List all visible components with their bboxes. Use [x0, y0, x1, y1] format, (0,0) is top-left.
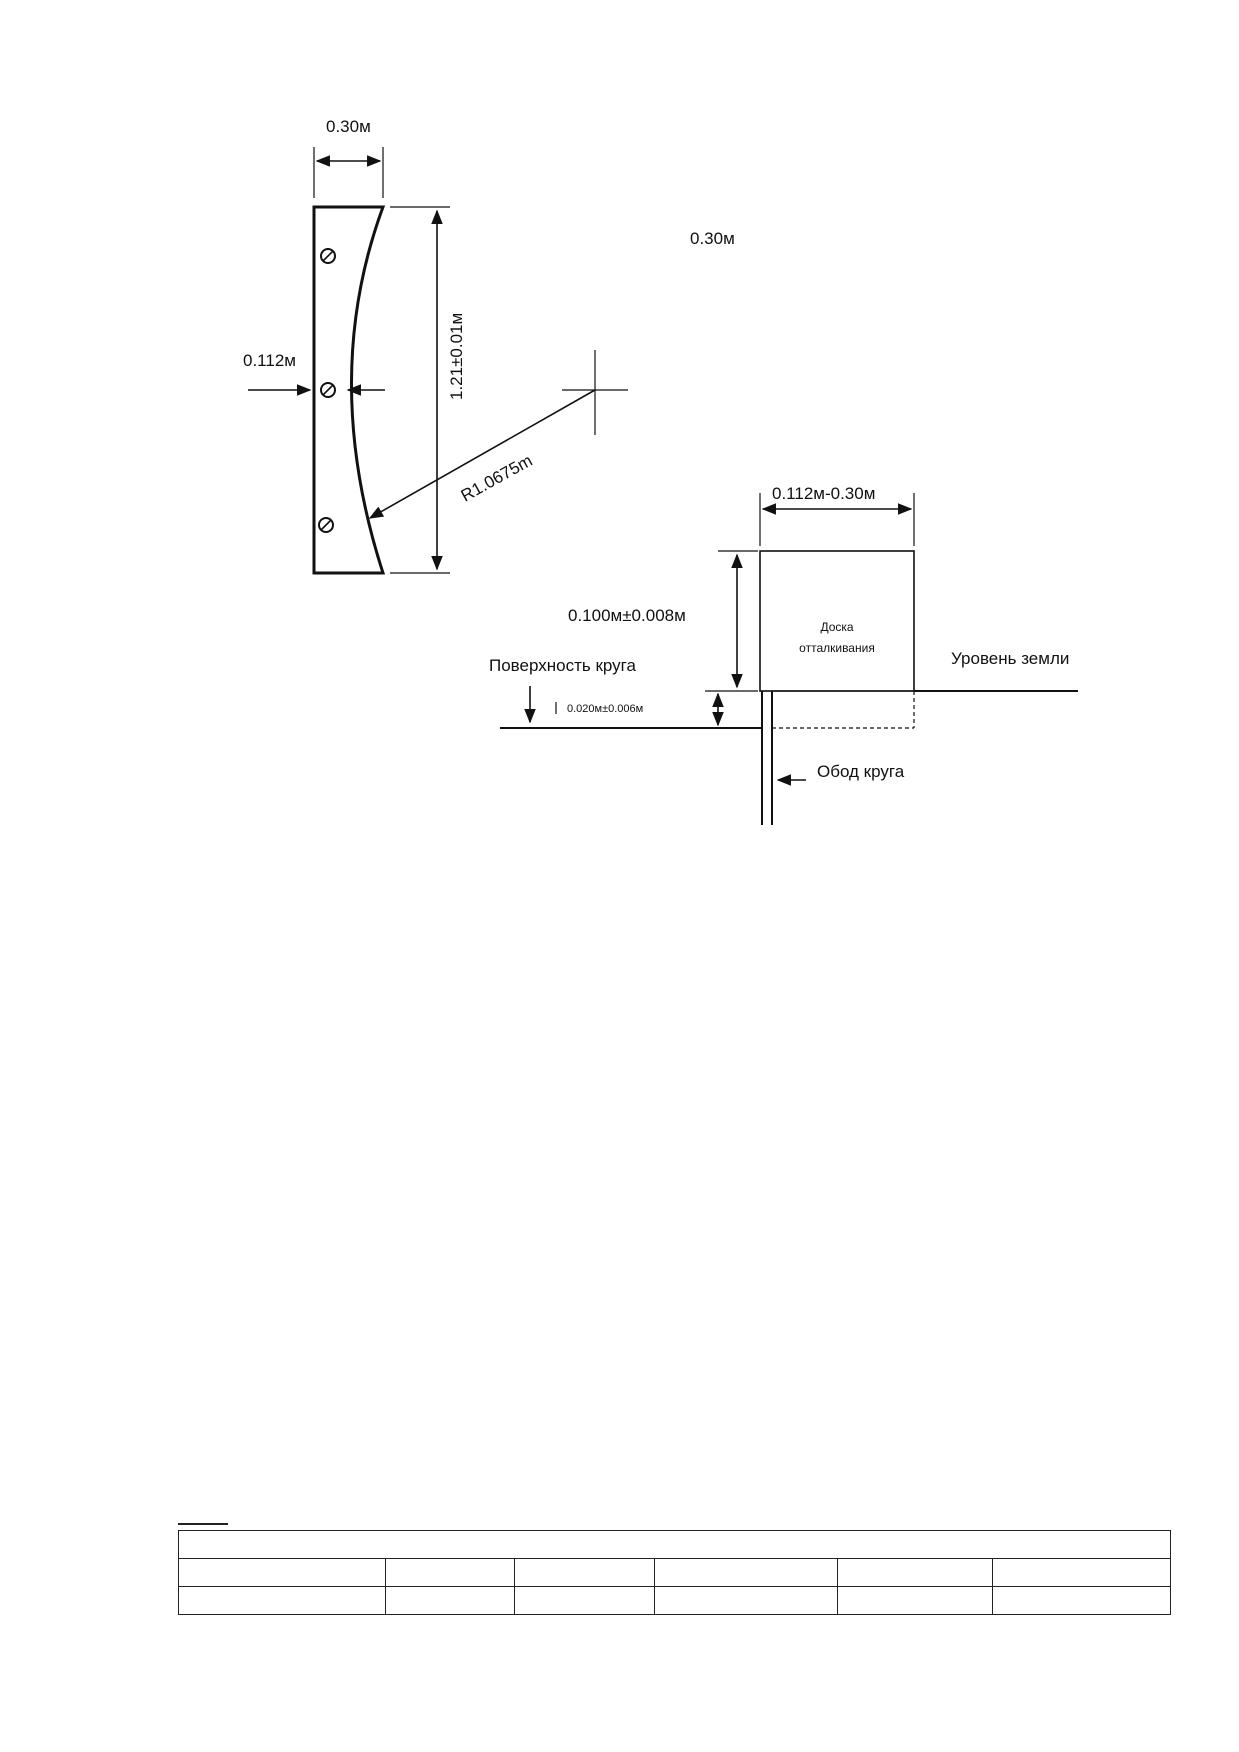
table-cell [385, 1558, 515, 1587]
min-width-dimension: 0.112м [243, 351, 385, 396]
radius-label: R1.0675m [458, 451, 536, 506]
circle-surface-label: Поверхность круга [489, 656, 636, 675]
board-height-dimension: 0.100м±0.008м [568, 550, 758, 692]
table-caption-underline [178, 1523, 228, 1525]
table-cell [514, 1558, 655, 1587]
bolt-hole-bottom [318, 517, 334, 533]
circle-rim-label: Обод круга [817, 762, 905, 781]
width-dimension: 0.30м [313, 117, 384, 198]
bolt-hole-middle [320, 382, 336, 398]
stop-board-section [759, 550, 915, 692]
board-label-line2: отталкивания [799, 641, 875, 655]
bolt-hole-top [320, 248, 336, 264]
table-cell [654, 1558, 838, 1587]
radius-dimension: R1.0675m [368, 350, 628, 519]
table-cell [385, 1586, 515, 1615]
min-width-label: 0.112м [243, 351, 296, 370]
blank-table [178, 1530, 1171, 1615]
plan-view: 0.30м 1.21±0.01м 0.112м R1.0675m [243, 117, 628, 575]
top-width-dimension: 0.112м-0.30м [759, 484, 915, 546]
offset-dimension: 0.020м±0.006м [555, 692, 758, 729]
board-height-label: 0.100м±0.008м [568, 606, 686, 625]
table-cell [837, 1558, 993, 1587]
table-cell [992, 1558, 1171, 1587]
table-cell [514, 1586, 655, 1615]
table-cell [178, 1558, 386, 1587]
height-label: 1.21±0.01м [447, 313, 466, 400]
ground-level-label: Уровень земли [951, 649, 1069, 668]
table-cell [654, 1586, 838, 1615]
board-label-line1: Доска [820, 620, 853, 634]
table-row [178, 1558, 1171, 1587]
table-cell [178, 1586, 386, 1615]
height-dimension: 1.21±0.01м [390, 206, 466, 574]
circle-rim [761, 691, 773, 825]
table-cell [992, 1586, 1171, 1615]
width-label: 0.30м [326, 117, 371, 136]
top-width-label: 0.112м-0.30м [772, 484, 875, 503]
table-cell [178, 1530, 1171, 1559]
floating-dimension-label: 0.30м [690, 229, 735, 248]
table-cell [837, 1586, 993, 1615]
section-view: Доска отталкивания 0.112м-0.30м 0.100м±0… [489, 484, 1078, 825]
offset-label: 0.020м±0.006м [567, 703, 643, 715]
table-row [178, 1530, 1171, 1559]
table-row [178, 1586, 1171, 1615]
